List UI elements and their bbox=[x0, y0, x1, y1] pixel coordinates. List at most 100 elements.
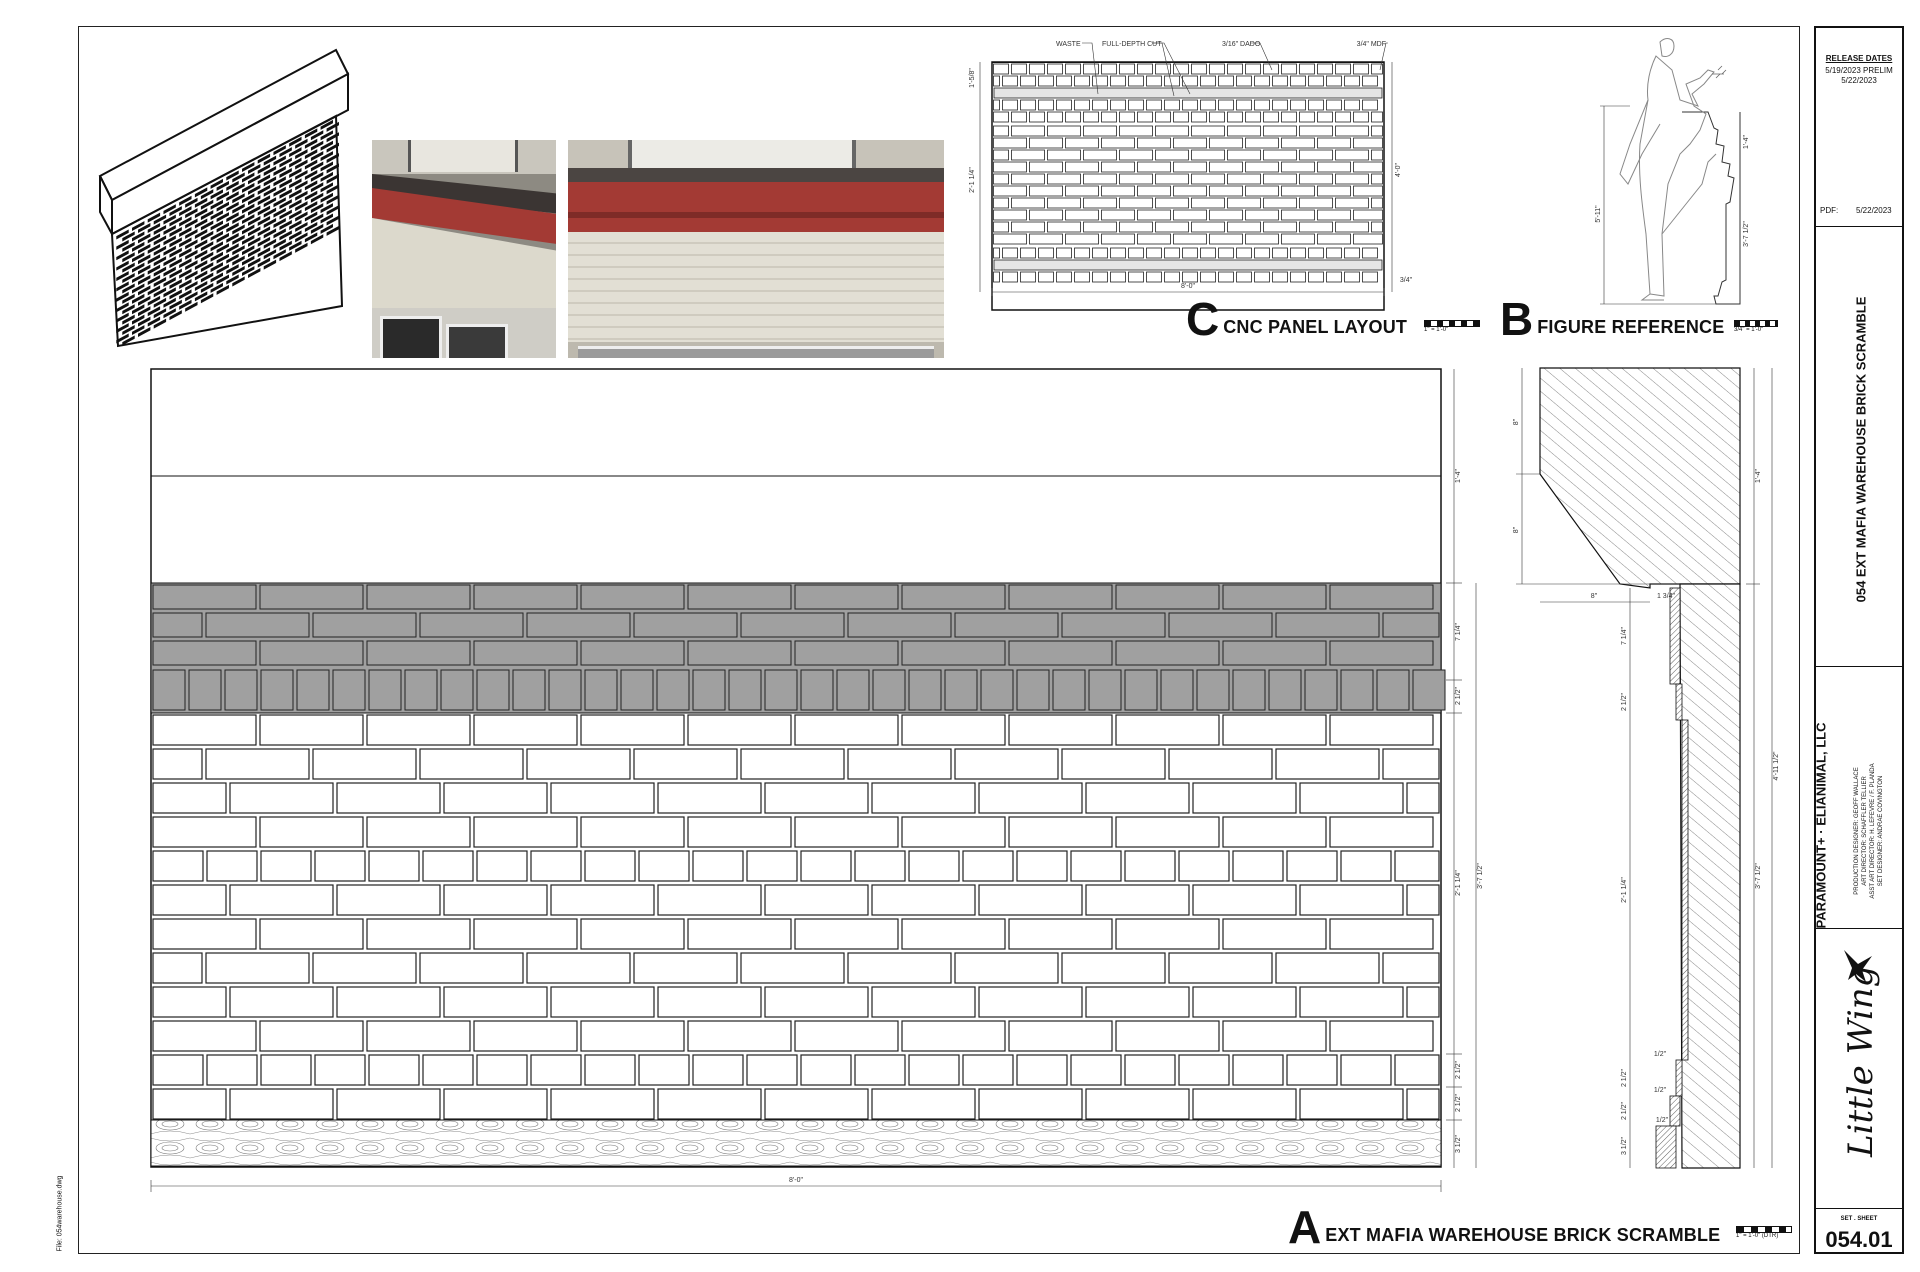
field-brick bbox=[1329, 918, 1434, 950]
soldier-brick bbox=[764, 669, 798, 711]
soldier-brick bbox=[584, 669, 618, 711]
field-brick bbox=[1168, 952, 1273, 984]
cnc-brick bbox=[1002, 75, 1018, 87]
cnc-brick bbox=[1155, 63, 1171, 75]
iso-brick bbox=[288, 218, 303, 231]
cnc-brick bbox=[1065, 161, 1099, 173]
cnc-callout-mdf: 3/4" MDF bbox=[1357, 41, 1386, 48]
iso-brick bbox=[325, 183, 340, 196]
iso-brick bbox=[263, 206, 277, 219]
section-dim-field: 2'-1 1/4" bbox=[1621, 877, 1628, 903]
field-brick bbox=[152, 748, 203, 780]
iso-brick bbox=[200, 250, 214, 263]
iso-brick bbox=[310, 160, 324, 173]
field-brick bbox=[1124, 850, 1176, 882]
view-c-letter: C bbox=[1186, 293, 1220, 345]
iso-brick bbox=[263, 216, 277, 230]
elev-dim-cornice: 1'-4" bbox=[1455, 469, 1462, 483]
iso-brick bbox=[310, 191, 324, 204]
field-brick bbox=[1394, 850, 1440, 882]
cnc-brick bbox=[1029, 137, 1063, 149]
cnc-brick bbox=[1281, 209, 1315, 221]
field-brick bbox=[1178, 850, 1230, 882]
cnc-brick bbox=[1317, 233, 1351, 245]
elev-dim-course-1: 2 1/2" bbox=[1455, 1060, 1462, 1079]
field-brick bbox=[152, 782, 227, 814]
cnc-brick bbox=[1245, 185, 1279, 197]
iso-brick bbox=[178, 225, 193, 238]
cnc-brick bbox=[1218, 247, 1234, 259]
iso-brick bbox=[131, 240, 146, 253]
view-a-label: A EXT MAFIA WAREHOUSE BRICK SCRAMBLE bbox=[1288, 1204, 1720, 1250]
field-brick bbox=[1382, 952, 1440, 984]
cnc-brick bbox=[1263, 125, 1297, 137]
cnc-brick bbox=[1209, 161, 1243, 173]
cnc-brick bbox=[1128, 247, 1144, 259]
iso-brick bbox=[162, 286, 177, 299]
cnc-brick bbox=[1317, 209, 1351, 221]
cnc-brick bbox=[1245, 233, 1279, 245]
iso-brick bbox=[288, 229, 303, 242]
field-brick bbox=[336, 884, 441, 916]
cnc-brick bbox=[1101, 185, 1135, 197]
iso-brick bbox=[319, 139, 334, 152]
iso-brick bbox=[263, 164, 277, 178]
iso-brick bbox=[310, 139, 324, 152]
iso-brick bbox=[294, 241, 309, 254]
iso-brick bbox=[178, 236, 193, 249]
cnc-brick bbox=[1272, 99, 1288, 111]
iso-brick bbox=[162, 213, 177, 226]
iso-brick bbox=[215, 200, 230, 213]
iso-brick bbox=[257, 194, 271, 207]
band-brick bbox=[740, 612, 845, 638]
field-brick bbox=[1394, 1054, 1440, 1086]
section-dim-small-1: 1 3/4" bbox=[1657, 593, 1676, 600]
soldier-brick bbox=[1340, 669, 1374, 711]
cnc-brick bbox=[993, 137, 1027, 149]
iso-brick bbox=[121, 324, 136, 337]
section-dim-small-2: 1/2" bbox=[1654, 1051, 1667, 1058]
iso-brick bbox=[241, 192, 256, 205]
field-brick bbox=[1406, 1088, 1440, 1120]
cnc-brick bbox=[1038, 99, 1054, 111]
reference-photo-2 bbox=[568, 140, 944, 358]
iso-brick bbox=[241, 171, 256, 184]
field-brick bbox=[1222, 1020, 1327, 1052]
cnc-brick bbox=[1101, 111, 1117, 123]
soldier-brick bbox=[980, 669, 1014, 711]
iso-brick bbox=[304, 220, 318, 233]
field-brick bbox=[229, 884, 334, 916]
iso-brick bbox=[257, 215, 271, 228]
iso-brick bbox=[178, 246, 193, 259]
iso-brick bbox=[209, 219, 224, 232]
cnc-brick bbox=[1011, 125, 1045, 137]
iso-brick bbox=[131, 220, 146, 233]
cnc-brick bbox=[1281, 161, 1315, 173]
band-brick bbox=[152, 612, 203, 638]
cnc-brick bbox=[1299, 125, 1333, 137]
iso-brick bbox=[241, 223, 256, 236]
iso-brick bbox=[153, 213, 167, 226]
field-brick bbox=[530, 1054, 582, 1086]
iso-brick bbox=[168, 205, 183, 218]
field-brick bbox=[550, 1088, 655, 1120]
cnc-brick bbox=[1164, 99, 1180, 111]
cnc-brick bbox=[1164, 75, 1180, 87]
cnc-brick bbox=[1353, 111, 1369, 123]
cnc-brick bbox=[1245, 63, 1261, 75]
field-brick bbox=[764, 782, 869, 814]
band-brick bbox=[152, 640, 257, 666]
view-c-title: CNC PANEL LAYOUT bbox=[1223, 317, 1408, 337]
field-brick bbox=[800, 1054, 852, 1086]
iso-brick bbox=[115, 322, 130, 335]
field-brick bbox=[259, 816, 364, 848]
iso-brick bbox=[225, 221, 240, 234]
band-brick bbox=[901, 584, 1006, 610]
elev-dim-field: 2'-1 1/4" bbox=[1455, 870, 1462, 896]
iso-brick bbox=[162, 203, 177, 216]
cnc-brick bbox=[1065, 233, 1099, 245]
iso-brick bbox=[272, 196, 287, 209]
iso-brick bbox=[137, 294, 152, 307]
cnc-brick bbox=[1002, 247, 1018, 259]
iso-brick bbox=[209, 198, 224, 211]
